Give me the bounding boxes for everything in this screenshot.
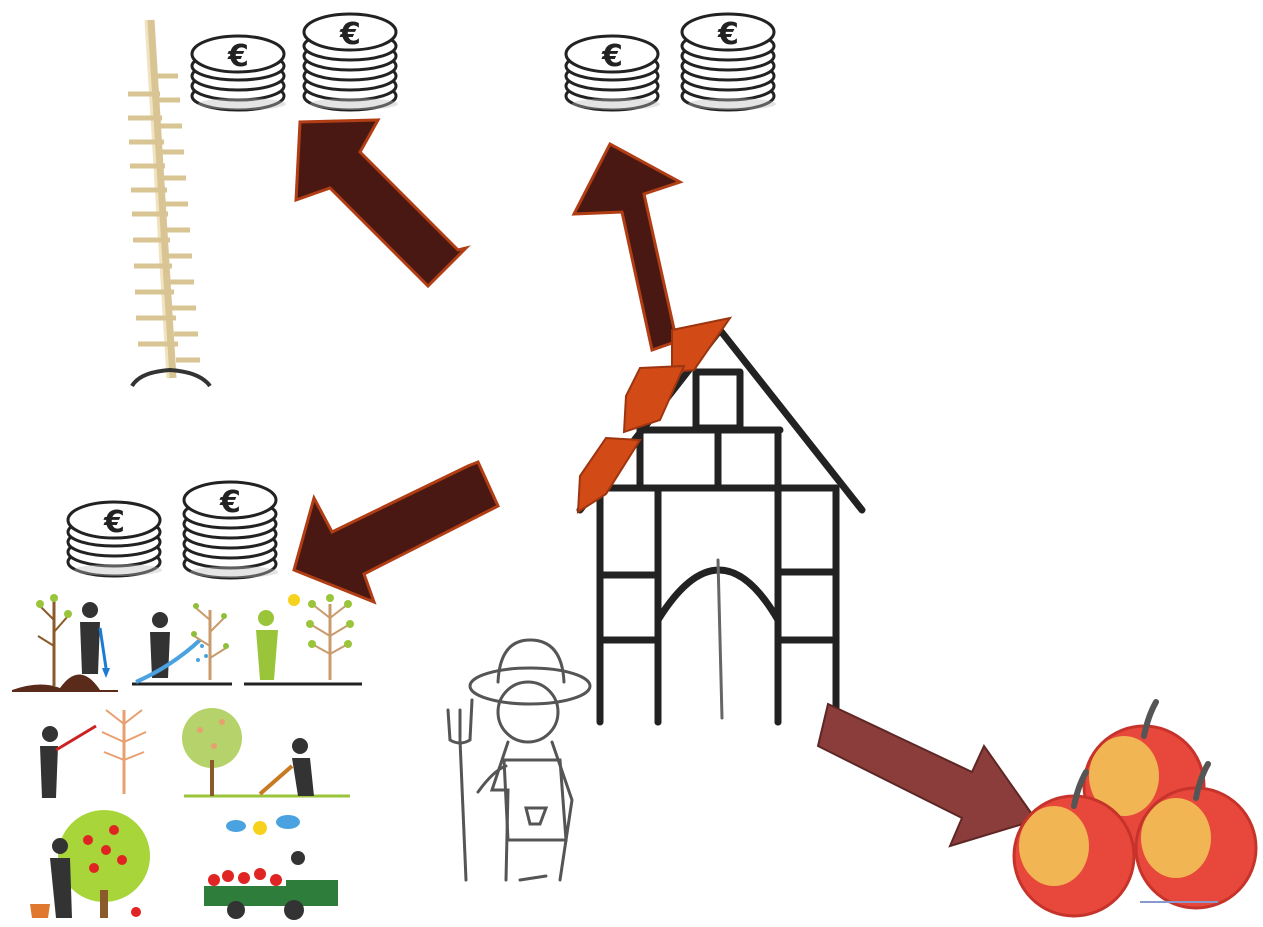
- arrow-icon: [296, 120, 466, 286]
- farmer-with-pitchfork-icon: [448, 640, 590, 880]
- svg-text:€: €: [103, 505, 125, 540]
- coin-stack-icon: €: [184, 482, 278, 578]
- harvest-tractor-icon: [204, 815, 338, 920]
- svg-text:€: €: [601, 39, 623, 74]
- coin-stack-icon: €: [304, 14, 398, 110]
- arrow-icon: [574, 144, 698, 350]
- svg-text:€: €: [219, 485, 241, 520]
- svg-text:€: €: [339, 17, 361, 52]
- coin-stack-icon: €: [68, 502, 162, 576]
- coin-stack-icon: €: [566, 36, 660, 110]
- svg-text:€: €: [227, 39, 249, 74]
- arrow-icon: [818, 704, 1036, 846]
- coin-stack-icon: €: [682, 14, 776, 110]
- mowing-orchard-icon: [182, 708, 350, 796]
- svg-text:€: €: [717, 17, 739, 52]
- arrow-icon: [294, 462, 498, 602]
- pruning-tree-icon: [40, 710, 146, 798]
- half-timbered-house-icon: [580, 330, 862, 722]
- apple-picking-icon: [30, 810, 150, 918]
- coin-stack-icon: €: [192, 36, 286, 110]
- tree-growing-icon: [244, 594, 362, 684]
- planting-tree-icon: [12, 594, 118, 692]
- watering-tree-icon: [132, 603, 232, 684]
